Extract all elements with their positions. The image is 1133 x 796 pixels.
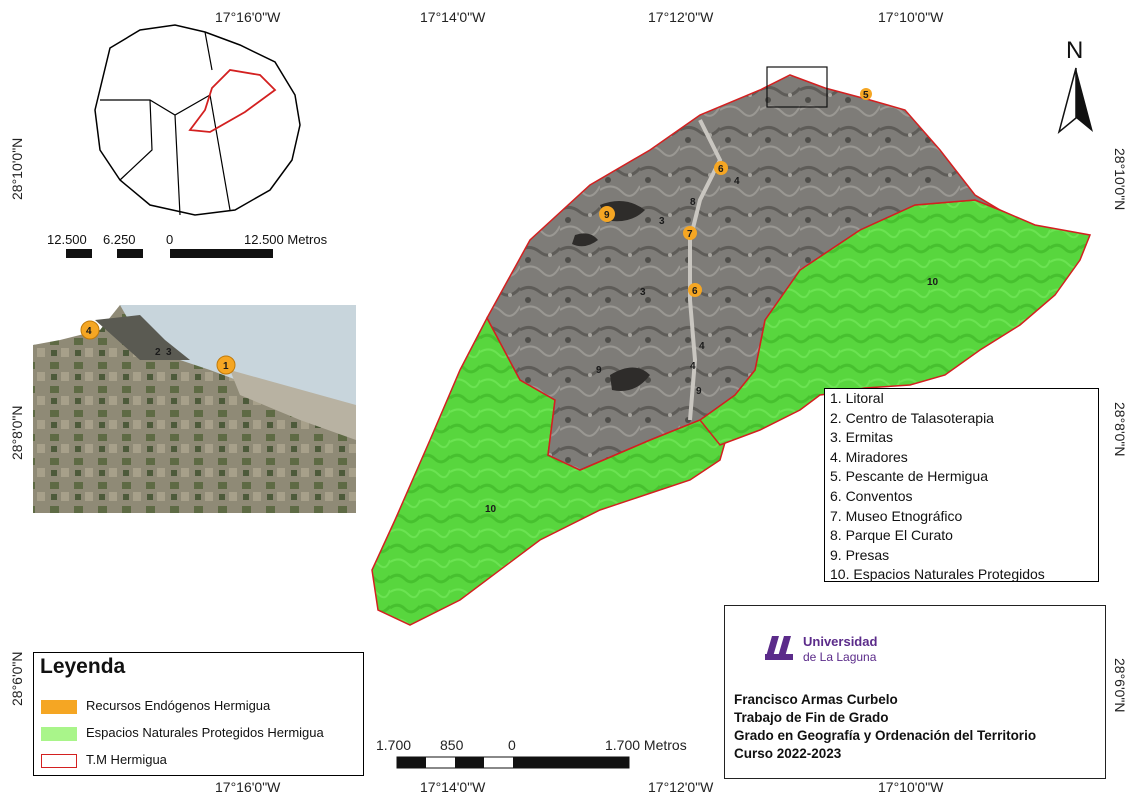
map-label-10-east: 10 <box>927 277 939 288</box>
overview-scale-label-1: 12.500 <box>47 232 87 247</box>
overview-scale-label-4: 12.500 Metros <box>244 232 328 247</box>
overview-scale-bar: 12.500 6.250 0 12.500 Metros <box>47 232 328 258</box>
map-marker-6: 6 <box>718 164 724 175</box>
university-name-line2: de La Laguna <box>803 650 877 664</box>
coord-bottom-1: 17°16'0"W <box>215 779 281 795</box>
legend-item-label: Espacios Naturales Protegidos Hermigua <box>86 725 324 740</box>
coord-left-3: 28°6'0"N <box>9 652 25 707</box>
inset-extent-frame <box>766 66 828 108</box>
legend-item-label: T.M Hermigua <box>86 752 167 767</box>
coord-right-3: 28°6'0"N <box>1112 658 1128 713</box>
right-coordinate-labels: 28°10'0"N 28°8'0"N 28°6'0"N <box>1112 148 1128 713</box>
overview-scale-label-3: 0 <box>166 232 173 247</box>
coord-top-1: 17°16'0"W <box>215 9 281 25</box>
coord-left-1: 28°10'0"N <box>9 138 25 200</box>
coord-bottom-3: 17°12'0"W <box>648 779 714 795</box>
list-item: 7. Museo Etnográfico <box>830 507 963 524</box>
coord-bottom-2: 17°14'0"W <box>420 779 486 795</box>
inset-marker-4-label: 4 <box>86 326 92 337</box>
map-label-10-west: 10 <box>485 504 497 515</box>
inset-aerial-photo: 4 2 3 1 <box>33 305 356 513</box>
main-scale-label-3: 0 <box>508 737 516 753</box>
coord-bottom-4: 17°10'0"W <box>878 779 944 795</box>
inset-marker-4 <box>80 320 100 340</box>
top-coordinate-labels: 17°16'0"W 17°14'0"W 17°12'0"W 17°10'0"W <box>215 9 944 25</box>
municipal-boundaries <box>100 31 231 216</box>
course-year: Curso 2022-2023 <box>734 746 842 761</box>
legend-item-protected: Espacios Naturales Protegidos Hermigua <box>41 725 324 741</box>
map-marker-8: 8 <box>690 197 696 208</box>
coord-right-2: 28°8'0"N <box>1112 402 1128 457</box>
map-marker-3: 3 <box>659 216 665 227</box>
map-marker-4b: 4 <box>699 341 705 352</box>
legend-item-boundary: T.M Hermigua <box>41 752 167 768</box>
list-item: 10. Espacios Naturales Protegidos <box>830 566 1045 583</box>
map-marker-9c: 9 <box>696 386 702 397</box>
main-scale-label-2: 850 <box>440 737 464 753</box>
main-scale-label-1: 1.700 <box>376 737 411 753</box>
list-item: 1. Litoral <box>830 390 884 406</box>
inset-marker-2-label: 2 <box>155 347 161 358</box>
north-arrow-label: N <box>1066 37 1083 64</box>
main-map: 5 6 4 8 9 3 7 3 6 4 9 4 9 10 10 <box>371 66 1092 626</box>
legend-title: Leyenda <box>40 655 126 678</box>
map-marker-3b: 3 <box>640 287 646 298</box>
map-marker-7: 7 <box>687 229 693 240</box>
hermigua-outline <box>188 69 277 133</box>
info-box: Universidad de La Laguna Francisco Armas… <box>724 605 1106 779</box>
coord-left-2: 28°8'0"N <box>9 406 25 461</box>
author-name: Francisco Armas Curbelo <box>734 692 898 707</box>
overview-scale-label-2: 6.250 <box>103 232 136 247</box>
list-item: 9. Presas <box>830 546 890 563</box>
inset-marker-3-label: 3 <box>166 347 172 358</box>
legend-item-label: Recursos Endógenos Hermigua <box>86 698 271 713</box>
map-marker-9b: 9 <box>596 365 602 376</box>
degree-name: Grado en Geografía y Ordenación del Terr… <box>734 728 1037 743</box>
list-item: 4. Miradores <box>830 448 908 465</box>
legend-swatch-orange <box>41 699 77 714</box>
university-name-line1: Universidad <box>803 634 878 649</box>
coord-top-2: 17°14'0"W <box>420 9 486 25</box>
legend-swatch-red-outline <box>41 753 77 768</box>
map-marker-9: 9 <box>604 210 610 221</box>
legend-swatch-green <box>41 726 77 741</box>
legend-box: Leyenda Recursos Endógenos Hermigua Espa… <box>33 652 364 776</box>
map-marker-6b: 6 <box>692 286 698 297</box>
overview-map <box>94 24 301 216</box>
main-scale-label-4: 1.700 Metros <box>605 737 687 753</box>
terrain-central <box>486 74 1001 471</box>
university-logo-icon <box>765 636 793 660</box>
legend-item-resources: Recursos Endógenos Hermigua <box>41 698 270 714</box>
inset-marker-1 <box>216 355 236 375</box>
coord-top-4: 17°10'0"W <box>878 9 944 25</box>
coord-top-3: 17°12'0"W <box>648 9 714 25</box>
map-marker-4c: 4 <box>690 361 696 372</box>
work-title: Trabajo de Fin de Grado <box>734 710 889 725</box>
north-arrow-icon: N <box>1057 37 1093 135</box>
main-scale-bar: 1.700 850 0 1.700 Metros <box>376 737 687 769</box>
map-marker-5: 5 <box>863 90 869 101</box>
resources-list: 1. Litoral 2. Centro de Talasoterapia 3.… <box>824 388 1099 582</box>
list-item: 3. Ermitas <box>830 429 894 446</box>
list-item: 6. Conventos <box>830 487 913 504</box>
list-item: 5. Pescante de Hermigua <box>830 468 988 485</box>
left-coordinate-labels: 28°10'0"N 28°8'0"N 28°6'0"N <box>9 138 25 706</box>
bottom-coordinate-labels: 17°16'0"W 17°14'0"W 17°12'0"W 17°10'0"W <box>215 779 944 795</box>
list-item: 2. Centro de Talasoterapia <box>830 409 994 426</box>
coord-right-1: 28°10'0"N <box>1112 148 1128 210</box>
map-marker-4: 4 <box>734 176 740 187</box>
inset-marker-1-label: 1 <box>223 361 229 372</box>
list-item: 8. Parque El Curato <box>830 527 953 544</box>
